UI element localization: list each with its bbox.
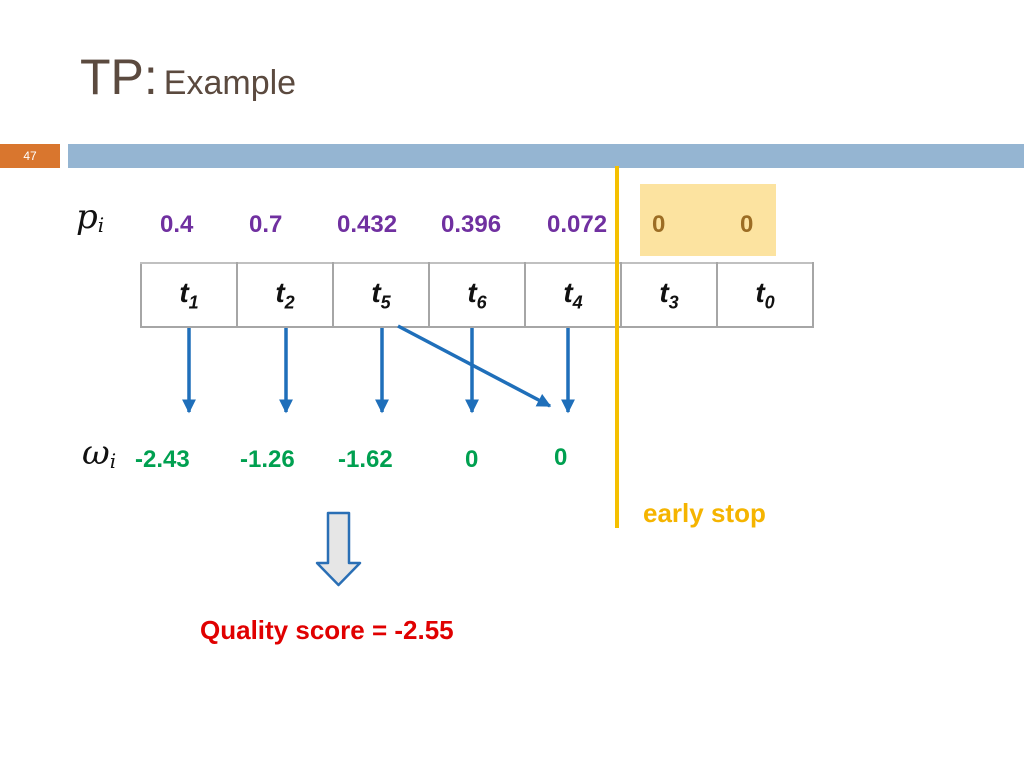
token-table: t1 t2 t5 t6 t4 t3 t0 [140,262,814,328]
token-subscript: 6 [476,292,487,313]
slide-number-box [0,144,60,168]
token-base: t [563,276,573,308]
token-cell: t5 [332,262,430,328]
token-base: t [275,276,285,308]
title-main: TP: [80,49,158,105]
weight-value: 0 [465,446,479,473]
probability-value: 0.432 [337,211,398,238]
omega-i-symbol: ωi [82,436,116,471]
token-cell: t0 [716,262,814,328]
weight-value: -2.43 [135,446,190,473]
probability-value-stopped: 0 [652,211,666,238]
token-cell: t2 [236,262,334,328]
token-subscript: 2 [284,292,295,313]
omega-symbol: ω [82,433,110,473]
token-subscript: 0 [764,292,775,313]
header-bar [68,144,1024,168]
slide-number: 47 [23,149,37,163]
stopped-probabilities-highlight [640,184,776,256]
token-row: t1 t2 t5 t6 t4 t3 t0 [140,262,814,328]
token-base: t [659,276,669,308]
slide-title: TP:Example [80,52,296,102]
token-base: t [371,276,381,308]
token-cell: t3 [620,262,718,328]
token-cell: t6 [428,262,526,328]
token-subscript: 4 [572,292,583,313]
p-symbol: p [76,197,98,237]
token-base: t [179,276,189,308]
token-subscript: 5 [380,292,391,313]
weight-value: 0 [554,444,568,471]
weight-value: -1.26 [240,446,295,473]
probability-value: 0.7 [249,211,283,238]
token-cell: t4 [524,262,622,328]
weight-value: -1.62 [338,446,393,473]
probability-value: 0.396 [441,211,502,238]
quality-score: Quality score = -2.55 [200,615,454,645]
token-base: t [467,276,477,308]
omega-subscript: i [109,449,117,473]
token-subscript: 1 [188,292,199,313]
probability-value: 0.072 [547,211,608,238]
p-i-symbol: pi [76,200,104,235]
title-sub: Example [163,64,297,102]
probability-value-stopped: 0 [740,211,754,238]
token-subscript: 3 [668,292,679,313]
p-subscript: i [97,213,105,237]
early-stop-label: early stop [643,498,766,528]
token-cell: t1 [140,262,238,328]
probability-value: 0.4 [160,211,194,238]
token-base: t [755,276,765,308]
down-arrow-icon [315,511,362,587]
arrow-t5-diagonal [397,324,552,408]
